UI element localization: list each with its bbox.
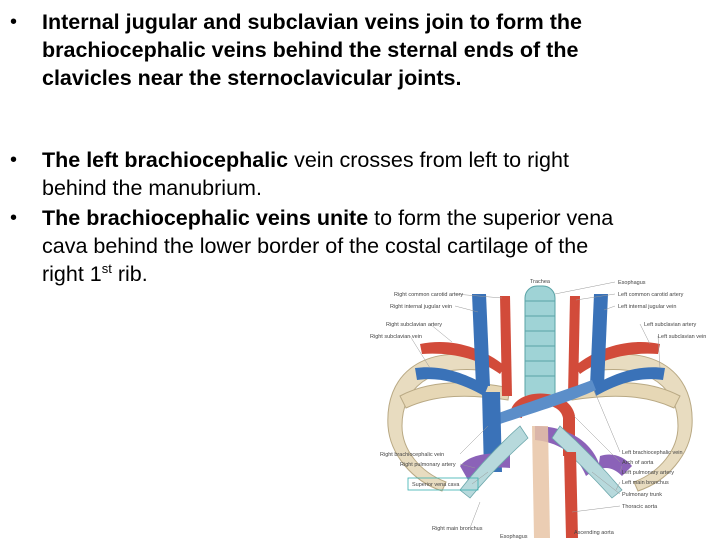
label-right: Left subclavian vein xyxy=(658,334,706,340)
label-left: Right main bronchus xyxy=(432,526,483,532)
label-left: Right subclavian artery xyxy=(386,322,442,328)
right-internal-jugular xyxy=(472,294,490,386)
bullet-text: The brachiocephalic veins unite to form … xyxy=(42,204,714,288)
label-bottom: Ascending aorta xyxy=(574,530,615,536)
leader-lines xyxy=(409,281,661,529)
label-right: Left common carotid artery xyxy=(618,292,684,298)
left-subclavian-artery xyxy=(575,342,660,374)
right-subclavian-artery xyxy=(420,342,505,374)
label-right: Thoracic aorta xyxy=(622,504,658,510)
label-left: Superior vena cava xyxy=(412,482,460,488)
bullet-text: Internal jugular and subclavian veins jo… xyxy=(42,8,714,92)
trachea-icon xyxy=(524,285,556,407)
left-common-carotid xyxy=(568,296,580,396)
label-left: Right brachiocephalic vein xyxy=(380,452,444,458)
bullet-marker: • xyxy=(10,11,18,33)
label-left: Right subclavian vein xyxy=(370,334,422,340)
figure-labels: Trachea Right common carotid artery Righ… xyxy=(370,279,706,540)
left-brachiocephalic-vein xyxy=(496,380,596,424)
left-internal-jugular xyxy=(590,294,608,386)
label-right: Left brachiocephalic vein xyxy=(622,450,683,456)
label-left: Right common carotid artery xyxy=(394,292,463,298)
anatomy-figure: Trachea Right common carotid artery Righ… xyxy=(370,279,706,540)
label-bottom: Esophagus xyxy=(500,534,528,540)
svc-highlight-box xyxy=(407,477,479,491)
left-first-rib xyxy=(599,353,693,492)
label-right: Left internal jugular vein xyxy=(618,304,676,310)
bullet-text-normal: rib. xyxy=(111,262,148,286)
label-right: Left pulmonary artery xyxy=(622,470,674,476)
right-common-carotid xyxy=(500,296,512,396)
superscript: st xyxy=(101,260,112,276)
bullet-text-bold: The left brachiocephalic xyxy=(42,148,289,172)
left-pulmonary-artery xyxy=(598,454,632,476)
right-subclavian-vein xyxy=(415,367,488,396)
label-right: Left main bronchus xyxy=(622,480,669,486)
left-subclavian-vein xyxy=(592,367,665,396)
label-left: Right pulmonary artery xyxy=(400,462,456,468)
label-trachea: Trachea xyxy=(530,279,551,285)
left-main-bronchus xyxy=(551,425,623,499)
bullet-marker: • xyxy=(10,207,18,229)
label-right: Arch of aorta xyxy=(622,460,654,466)
label-right: Esophagus xyxy=(618,280,646,286)
right-first-rib xyxy=(387,353,481,492)
thoracic-aorta xyxy=(564,452,578,538)
bullet-text-bold: The brachiocephalic veins unite xyxy=(42,206,369,230)
bullet-text-normal: to form the superior vena cava behind th… xyxy=(42,206,614,286)
label-left: Right internal jugular vein xyxy=(390,304,452,310)
bullet-marker: • xyxy=(10,149,18,171)
bullet-text-bold: Internal jugular and subclavian veins jo… xyxy=(42,10,582,90)
bullet-text-normal: vein crosses from left to right behind t… xyxy=(42,148,569,200)
label-right: Left subclavian artery xyxy=(644,322,697,328)
bullet-text: The left brachiocephalic vein crosses fr… xyxy=(42,146,714,202)
esophagus xyxy=(532,426,550,538)
label-right: Pulmonary trunk xyxy=(622,492,662,498)
